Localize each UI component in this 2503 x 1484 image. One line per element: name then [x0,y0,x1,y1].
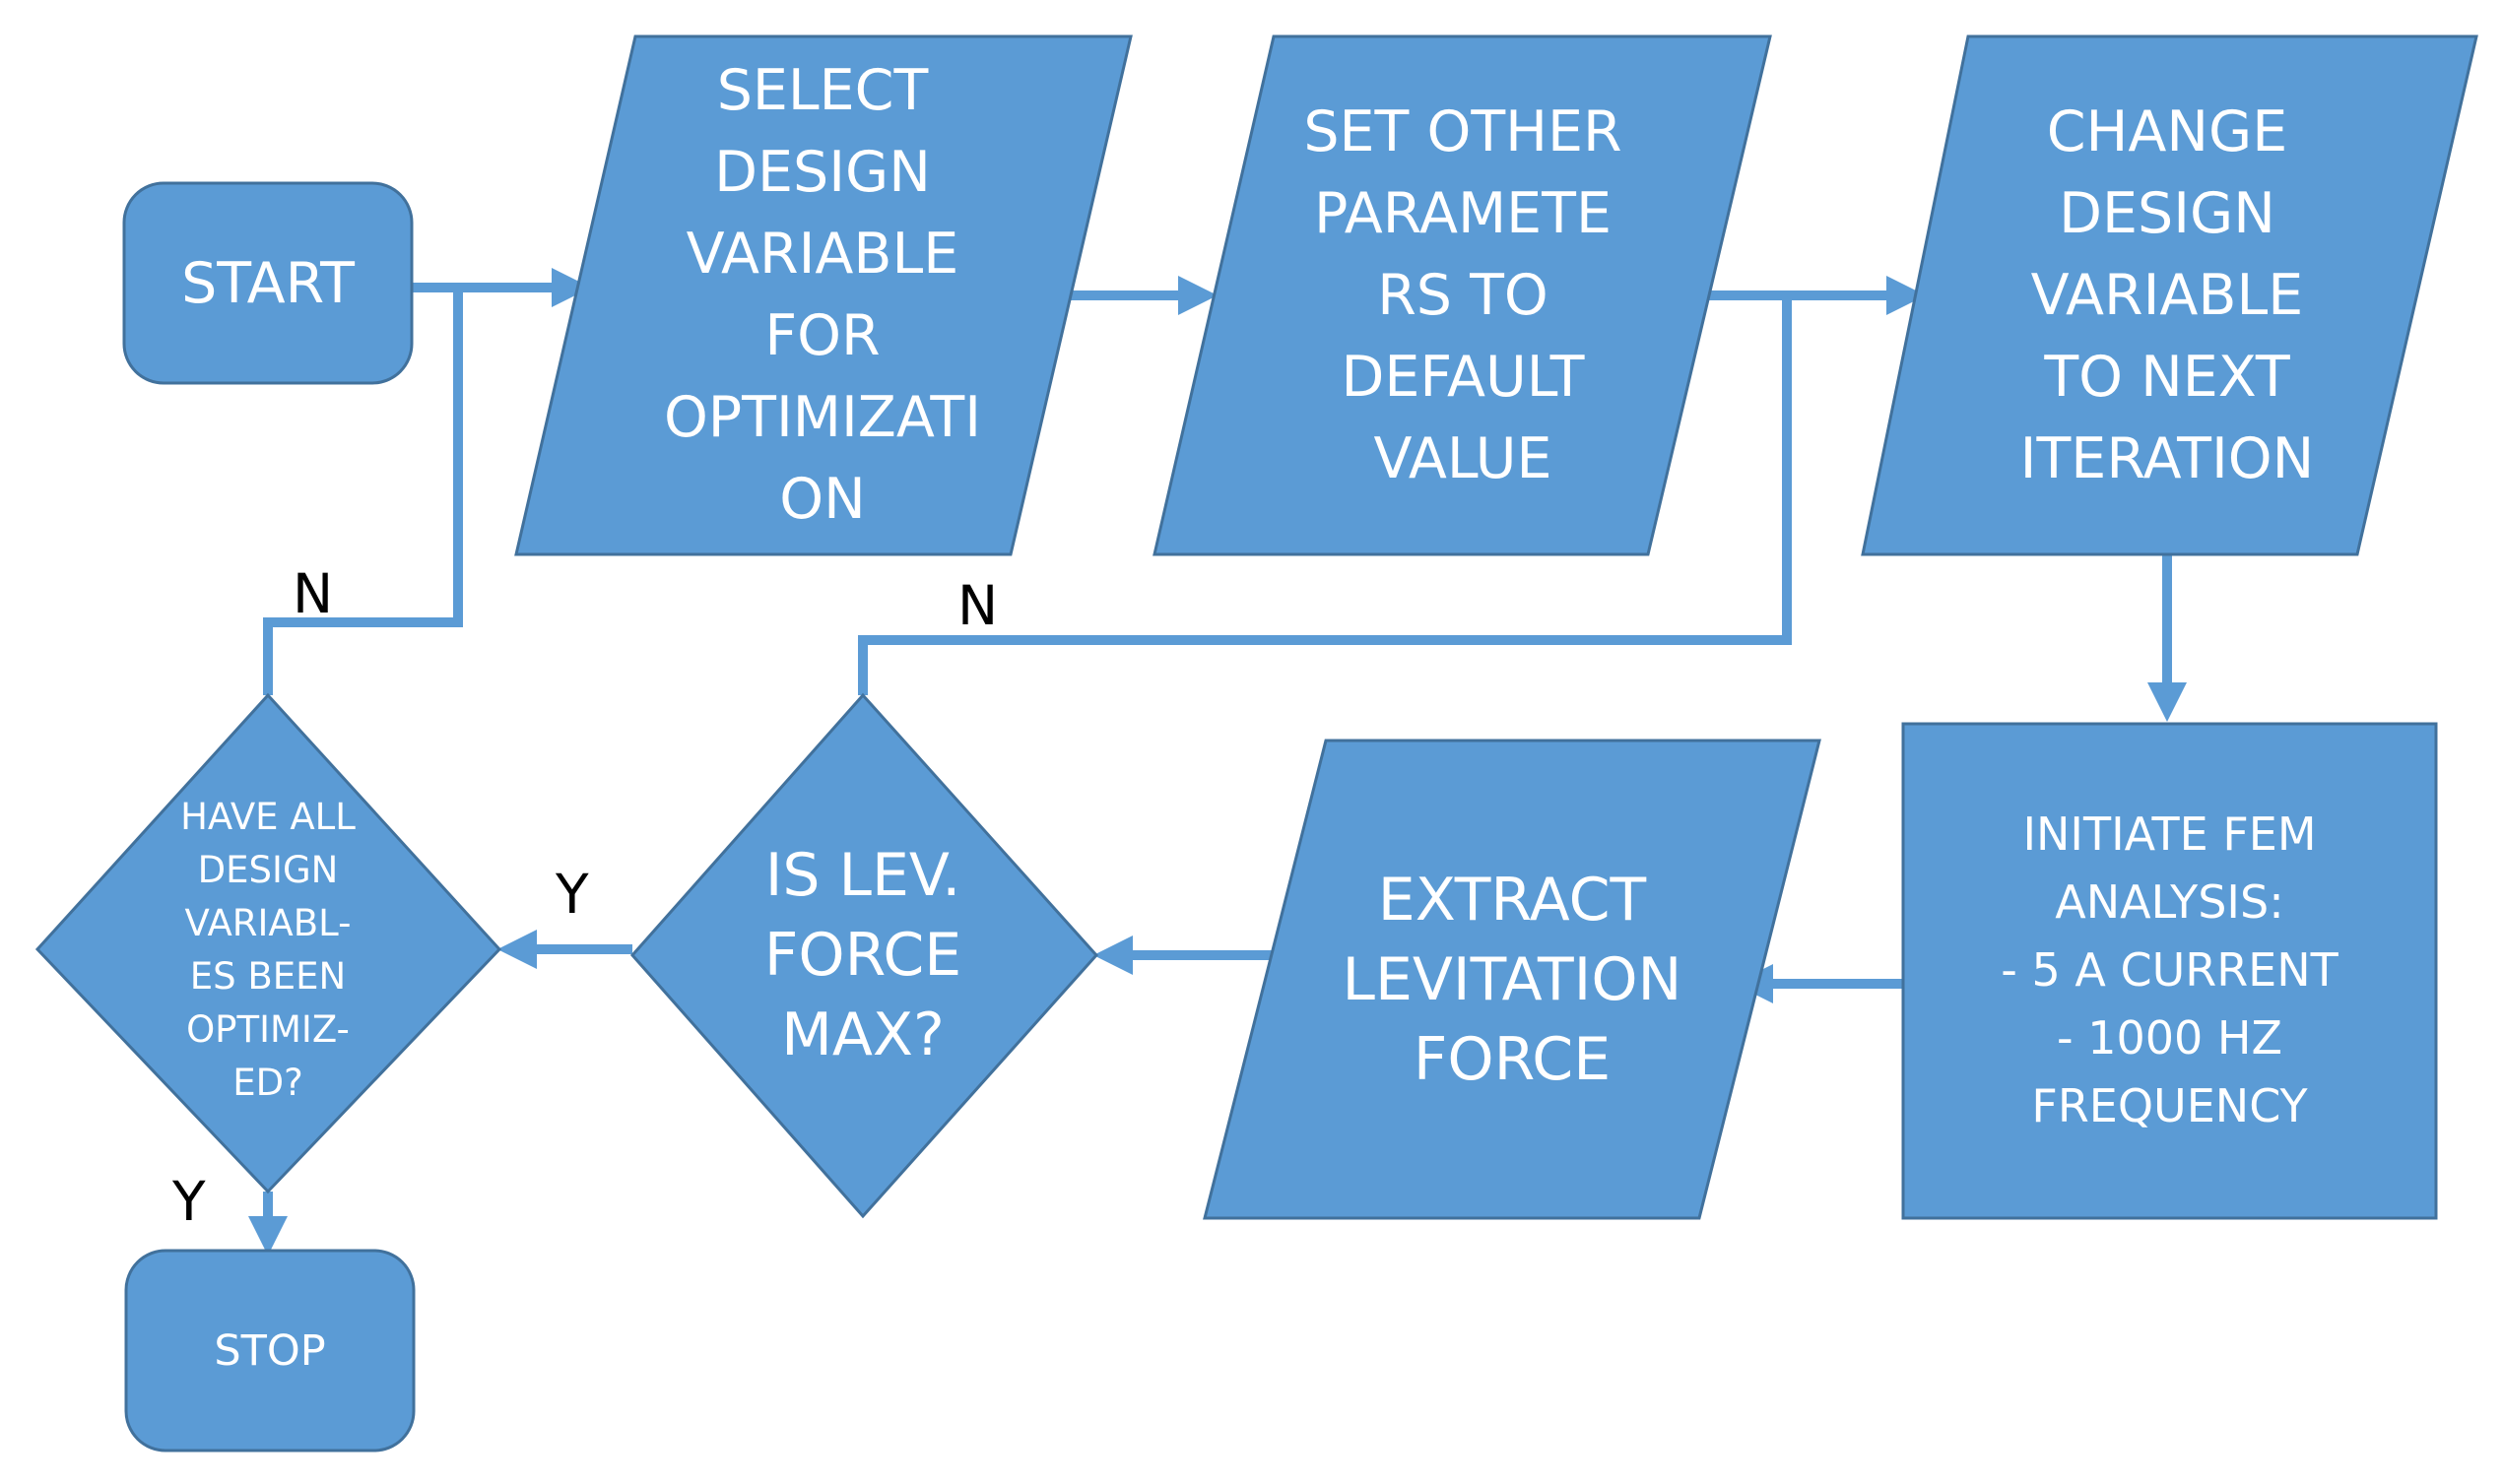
set-other-node [1153,34,1772,556]
start-label: START [181,250,355,316]
start-node [122,181,414,385]
all-opt-node [34,692,502,1194]
is-max-label: IS LEV. FORCE MAX? [763,840,962,1069]
fem-label: INITIATE FEM ANALYSIS: - 5 A CURRENT - 1… [2001,807,2338,1132]
select-node [514,34,1133,556]
extract-node [1203,739,1821,1220]
is-max-yes-label: Y [556,863,589,926]
fem-node [1901,722,2438,1220]
shapes [34,34,2478,1452]
select-label: SELECT DESIGN VARIABLE FOR OPTIMIZATI ON [663,58,982,532]
all-opt-yes-label: Y [172,1170,206,1233]
stop-node [124,1249,416,1452]
extract-label: EXTRACT LEVITATION FORCE [1342,865,1682,1094]
connectors [248,268,2187,1256]
all-opt-label: HAVE ALL DESIGN VARIABL- ES BEEN OPTIMIZ… [180,796,356,1104]
set-other-label: SET OTHER PARAMETE RS TO DEFAULT VALUE [1303,98,1622,491]
line-is-max-no-loop [858,295,1792,695]
change-node [1861,34,2478,556]
all-opt-no-label: N [293,562,334,625]
is-max-node [629,692,1099,1219]
stop-label: STOP [214,1325,326,1376]
line-all-opt-no-loop [263,288,463,695]
is-max-no-label: N [957,574,999,637]
change-label: CHANGE DESIGN VARIABLE TO NEXT ITERATION [2019,98,2315,491]
